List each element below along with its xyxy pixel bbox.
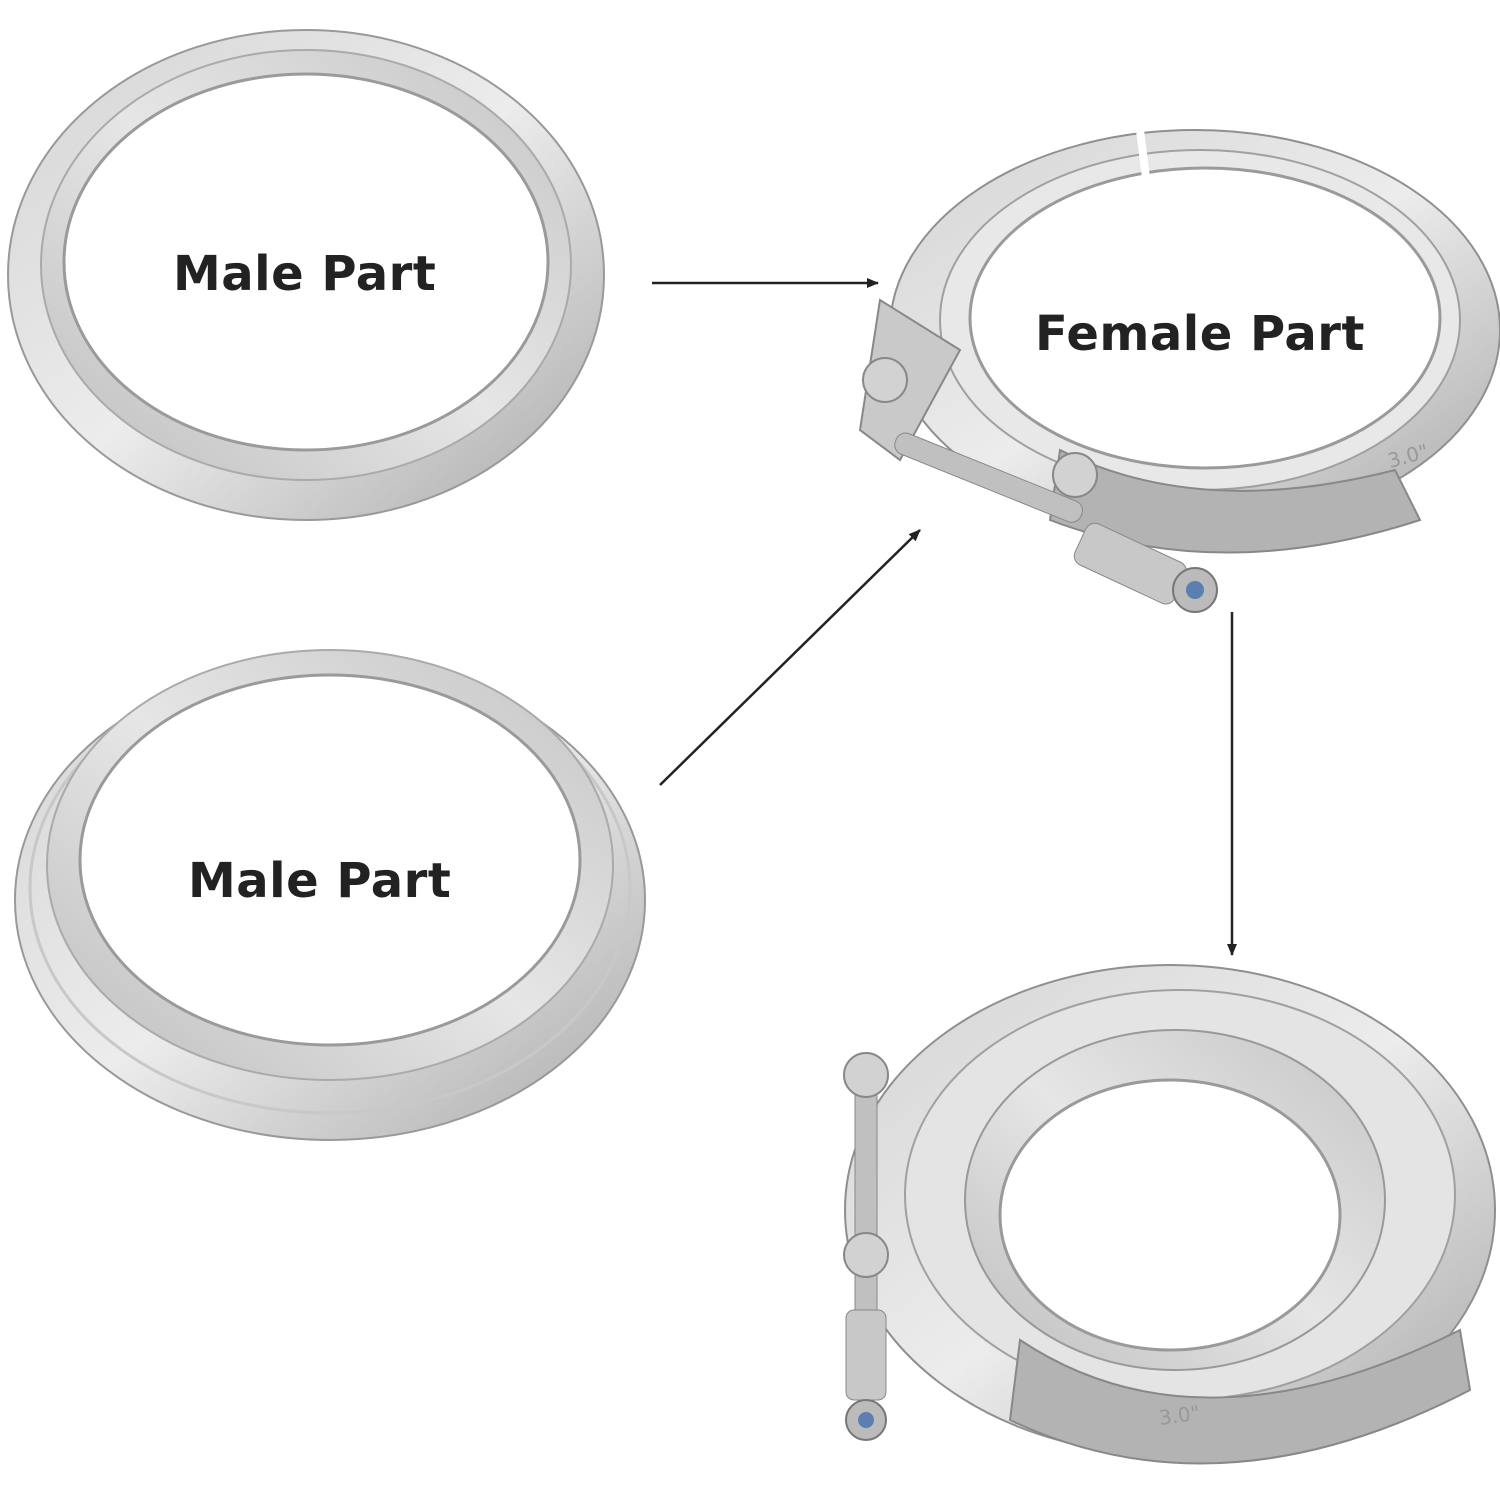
nut-insert-icon — [1186, 581, 1204, 599]
arrow-diagonal — [659, 529, 921, 786]
clamp-size-stamp: 3.0" — [1157, 1400, 1201, 1429]
male-part-label-bottom: Male Part — [188, 853, 452, 909]
nut-insert-icon — [858, 1412, 874, 1428]
male-ring-top — [7, 29, 605, 521]
female-part-label: Female Part — [1035, 306, 1365, 362]
female-clamp: 3.0" — [858, 129, 1500, 613]
male-ring-bottom — [14, 649, 646, 1141]
assembled-clamp: 3.0" — [843, 964, 1496, 1465]
male-part-label-top: Male Part — [173, 246, 437, 302]
